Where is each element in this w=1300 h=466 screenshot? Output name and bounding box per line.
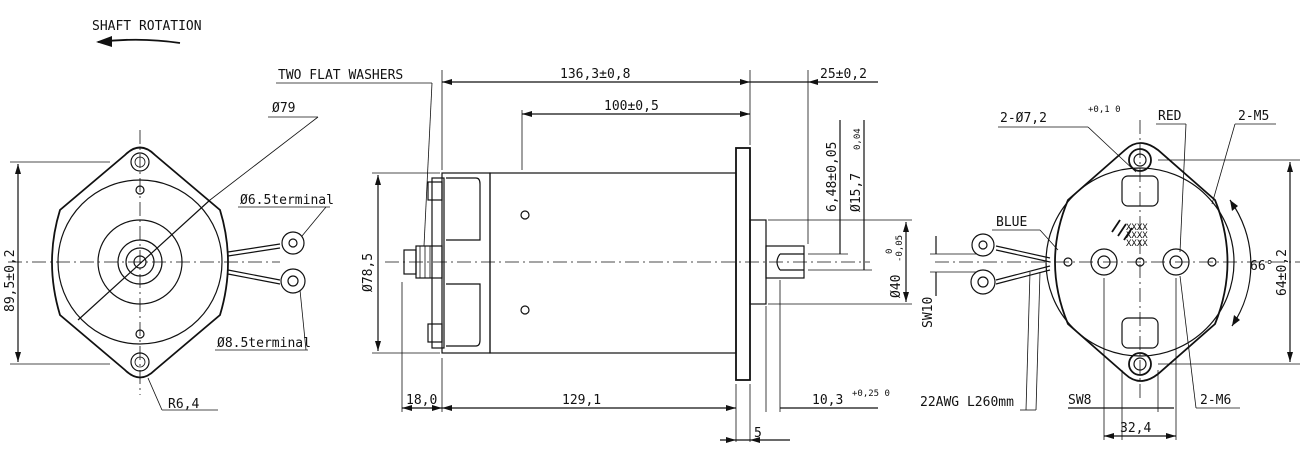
dim-100: 100±0,5 <box>604 99 659 114</box>
blue-wire-label: BLUE <box>996 215 1027 230</box>
dim-25: 25±0,2 <box>820 67 867 82</box>
sw10-label: SW10 <box>921 297 936 328</box>
left-dim-89-5: 89,5±0,2 <box>3 249 18 312</box>
marking-3: XXXX <box>1126 239 1148 249</box>
dim-64: 64±0,2 <box>1275 249 1290 296</box>
shaft-rotation-label: SHAFT ROTATION <box>92 19 202 34</box>
dim-d15-7-tol: 0,04 <box>853 128 863 150</box>
m6-label: 2-M6 <box>1200 393 1231 408</box>
two-flat-washers-label: TWO FLAT WASHERS <box>278 68 403 83</box>
sw8-label: SW8 <box>1068 393 1091 408</box>
dim-d40-tol-up: 0 <box>885 249 895 254</box>
dim-d40: Ø40 <box>889 275 904 298</box>
dim-overall-length: 136,3±0,8 <box>560 67 630 82</box>
m5-label: 2-M5 <box>1238 109 1269 124</box>
awg-label: 22AWG L260mm <box>920 395 1014 410</box>
right-end-view <box>930 120 1300 440</box>
dim-d40-tol-low: -0,05 <box>895 235 905 262</box>
terminal-6-5-label: Ø6.5terminal <box>240 193 334 208</box>
marking-1: XXXX <box>1126 223 1148 233</box>
dim-5: 5 <box>754 426 762 441</box>
dim-d15-7: Ø15,7 <box>849 173 864 212</box>
mount-holes-tol: +0,1 0 <box>1088 105 1121 115</box>
angle-66: 66° <box>1250 259 1273 274</box>
side-view <box>276 70 912 443</box>
dim-129-1: 129,1 <box>562 393 601 408</box>
mount-holes-label: 2-Ø7,2 <box>1000 111 1047 126</box>
dim-32-4: 32,4 <box>1120 421 1151 436</box>
left-end-view <box>8 116 330 411</box>
r6-4-label: R6,4 <box>168 397 199 412</box>
dim-10-3-tol: +0,25 0 <box>852 389 890 399</box>
marking-2: XXXX <box>1126 231 1148 241</box>
rotation-arrow-head <box>96 36 112 47</box>
dim-6-48: 6,48±0,05 <box>825 142 840 212</box>
dim-18: 18,0 <box>406 393 437 408</box>
left-dim-d79: Ø79 <box>272 101 295 116</box>
dim-d78-5: Ø78,5 <box>361 253 376 292</box>
dim-10-3: 10,3 <box>812 393 843 408</box>
terminal-8-5-label: Ø8.5terminal <box>217 336 311 351</box>
red-wire-label: RED <box>1158 109 1182 124</box>
